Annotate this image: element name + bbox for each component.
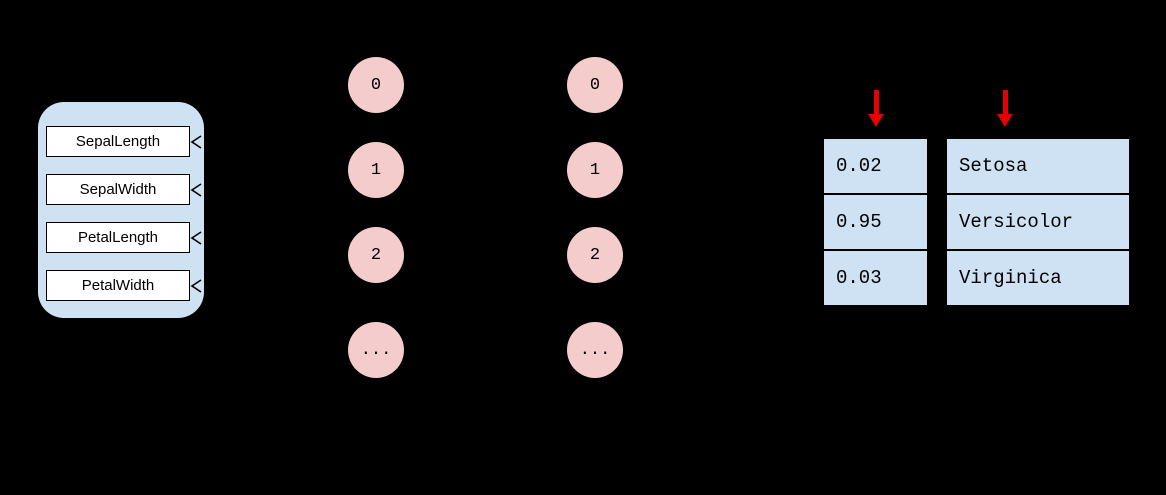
hidden-node: 1 <box>567 142 623 198</box>
hidden-node: ... <box>348 322 404 378</box>
feature-label: PetalWidth <box>81 277 155 294</box>
hidden-node: 2 <box>348 227 404 283</box>
left-arrowhead-icon <box>190 134 202 149</box>
left-arrowhead-icon <box>190 230 202 245</box>
class-cell: Versicolor <box>945 193 1131 251</box>
hidden-node-label: 1 <box>370 160 382 180</box>
feature-box: PetalWidth <box>46 270 202 301</box>
probability-cell: 0.95 <box>822 193 929 251</box>
hidden-node-label: ... <box>360 340 392 360</box>
hidden-node-label: ... <box>579 340 611 360</box>
hidden-node: 0 <box>567 57 623 113</box>
feature-box: SepalLength <box>46 126 202 157</box>
hidden-node: 0 <box>348 57 404 113</box>
class-table: Setosa Versicolor Virginica <box>945 137 1131 307</box>
hidden-node-label: 1 <box>589 160 601 180</box>
feature-label: SepalLength <box>75 133 161 150</box>
hidden-node: 1 <box>348 142 404 198</box>
arrow-shaft <box>1002 90 1008 114</box>
left-arrowhead-icon <box>190 278 202 293</box>
left-arrowhead-icon <box>190 182 202 197</box>
probability-cell: 0.02 <box>822 137 929 195</box>
arrow-head <box>868 114 884 127</box>
feature-box: PetalLength <box>46 222 202 253</box>
feature-label: SepalWidth <box>79 181 157 198</box>
hidden-node-label: 2 <box>370 245 382 265</box>
class-cell: Setosa <box>945 137 1131 195</box>
input-features-panel: SepalLength SepalWidth PetalLength Petal… <box>38 102 204 318</box>
hidden-node-label: 0 <box>370 75 382 95</box>
probability-cell: 0.03 <box>822 249 929 307</box>
feature-label: PetalLength <box>77 229 159 246</box>
probability-table: 0.02 0.95 0.03 <box>822 137 929 307</box>
hidden-node: 2 <box>567 227 623 283</box>
hidden-node-label: 0 <box>589 75 601 95</box>
arrow-shaft <box>873 90 879 114</box>
red-down-arrow-icon <box>868 90 884 127</box>
hidden-node-label: 2 <box>589 245 601 265</box>
feature-box: SepalWidth <box>46 174 202 205</box>
red-down-arrow-icon <box>997 90 1013 127</box>
class-cell: Virginica <box>945 249 1131 307</box>
arrow-head <box>997 114 1013 127</box>
hidden-node: ... <box>567 322 623 378</box>
